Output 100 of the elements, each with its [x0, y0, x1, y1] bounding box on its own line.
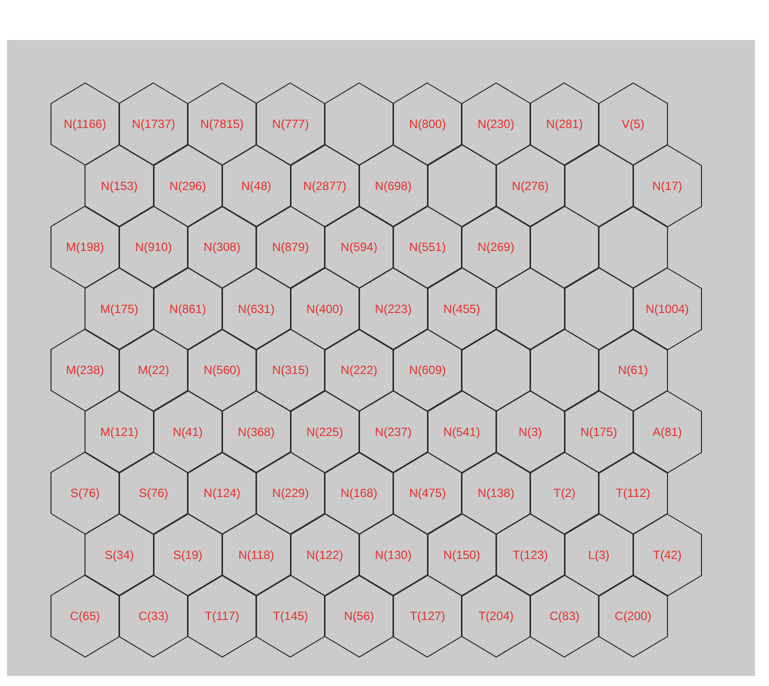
map-hexagon — [290, 268, 359, 350]
node-label: N(368) — [238, 424, 275, 438]
node-label: N(551) — [409, 240, 446, 254]
node-label: N(3) — [518, 424, 542, 438]
node-label: N(879) — [272, 240, 309, 254]
node-label: T(42) — [652, 548, 682, 562]
node-label: N(777) — [272, 117, 309, 131]
node-label: N(222) — [340, 363, 378, 377]
map-hexagon — [496, 144, 564, 226]
node-label: N(7815) — [200, 117, 244, 131]
node-label: N(41) — [172, 424, 203, 438]
map-hexagon — [462, 329, 530, 411]
node-label: C(65) — [70, 609, 100, 623]
map-hexagon — [324, 83, 394, 165]
map-hexagon — [462, 575, 530, 657]
node-label: N(17) — [652, 178, 682, 192]
node-label: N(861) — [169, 302, 206, 316]
map-hexagon — [496, 390, 564, 472]
node-label: N(800) — [409, 117, 446, 131]
map-hexagon — [154, 514, 222, 596]
map-hexagon — [222, 268, 290, 350]
node-label: C(200) — [614, 609, 652, 623]
node-label: N(124) — [204, 486, 240, 500]
node-label: M(238) — [66, 363, 104, 377]
map-hexagon — [324, 329, 394, 411]
map-hexagon — [428, 144, 496, 226]
node-label: N(910) — [135, 240, 172, 254]
node-label: N(61) — [618, 363, 648, 377]
map-hexagon — [359, 144, 428, 226]
node-label: N(1004) — [646, 302, 689, 316]
node-label: N(168) — [340, 486, 378, 500]
node-label: N(475) — [409, 486, 446, 500]
node-label: N(150) — [443, 548, 480, 562]
node-label: T(145) — [272, 609, 308, 623]
node-label: N(296) — [169, 178, 206, 192]
node-label: N(281) — [546, 117, 583, 131]
node-label: V(5) — [622, 117, 644, 131]
map-hexagon — [85, 390, 154, 472]
map-hexagon — [119, 575, 188, 657]
map-hexagon — [119, 329, 188, 411]
map-hexagon — [256, 329, 325, 411]
node-label: T(127) — [410, 609, 446, 623]
map-hexagon — [598, 575, 668, 657]
map-hexagon — [393, 575, 462, 657]
node-label: T(117) — [204, 609, 240, 623]
map-hexagon — [290, 144, 359, 226]
map-hexagon — [119, 452, 188, 534]
node-label: M(22) — [138, 363, 170, 377]
map-hexagon — [256, 206, 325, 288]
map-hexagon — [428, 514, 496, 596]
node-label: S(34) — [104, 548, 134, 562]
map-hexagon — [290, 390, 359, 472]
map-hexagon — [564, 268, 633, 350]
map-hexagon — [598, 83, 668, 165]
map-hexagon — [290, 514, 359, 596]
node-label: N(138) — [478, 486, 514, 500]
map-hexagon — [462, 206, 530, 288]
map-hexagon — [633, 514, 702, 596]
node-label: N(48) — [241, 178, 272, 192]
node-label: N(609) — [409, 363, 446, 377]
node-label: M(175) — [100, 302, 138, 316]
map-hexagon — [256, 575, 325, 657]
node-label: M(121) — [100, 424, 138, 438]
node-label: N(631) — [238, 302, 275, 316]
map-hexagon — [598, 329, 668, 411]
map-hexagon — [85, 514, 154, 596]
map-hexagon — [222, 390, 290, 472]
map-hexagon — [564, 144, 633, 226]
map-hexagon — [154, 390, 222, 472]
map-hexagon — [50, 452, 120, 534]
node-label: N(1737) — [132, 117, 176, 131]
map-hexagon — [188, 206, 256, 288]
map-hexagon — [530, 575, 599, 657]
map-hexagon — [393, 452, 462, 534]
node-label: T(123) — [512, 548, 548, 562]
node-label: N(153) — [100, 178, 138, 192]
node-label: T(204) — [478, 609, 514, 623]
map-hexagon — [188, 329, 256, 411]
map-hexagon — [154, 268, 222, 350]
node-label: N(1166) — [64, 117, 106, 131]
node-label: C(83) — [550, 609, 580, 623]
node-label: N(130) — [374, 548, 412, 562]
map-hexagon — [564, 514, 633, 596]
map-hexagon — [324, 452, 394, 534]
node-label: N(698) — [374, 178, 412, 192]
map-hexagon — [119, 206, 188, 288]
node-label: N(122) — [306, 548, 344, 562]
map-hexagon — [50, 329, 120, 411]
map-hexagon — [324, 575, 394, 657]
map-hexagon — [154, 144, 222, 226]
map-hexagon — [633, 390, 702, 472]
node-label: T(112) — [616, 486, 650, 500]
map-hexagon — [50, 83, 120, 165]
map-hexagon — [85, 144, 154, 226]
map-hexagon — [428, 390, 496, 472]
map-hexagon — [462, 452, 530, 534]
node-label: N(594) — [340, 240, 378, 254]
map-hexagon — [633, 268, 702, 350]
map-hexagon — [324, 206, 394, 288]
map-hexagon — [188, 83, 256, 165]
